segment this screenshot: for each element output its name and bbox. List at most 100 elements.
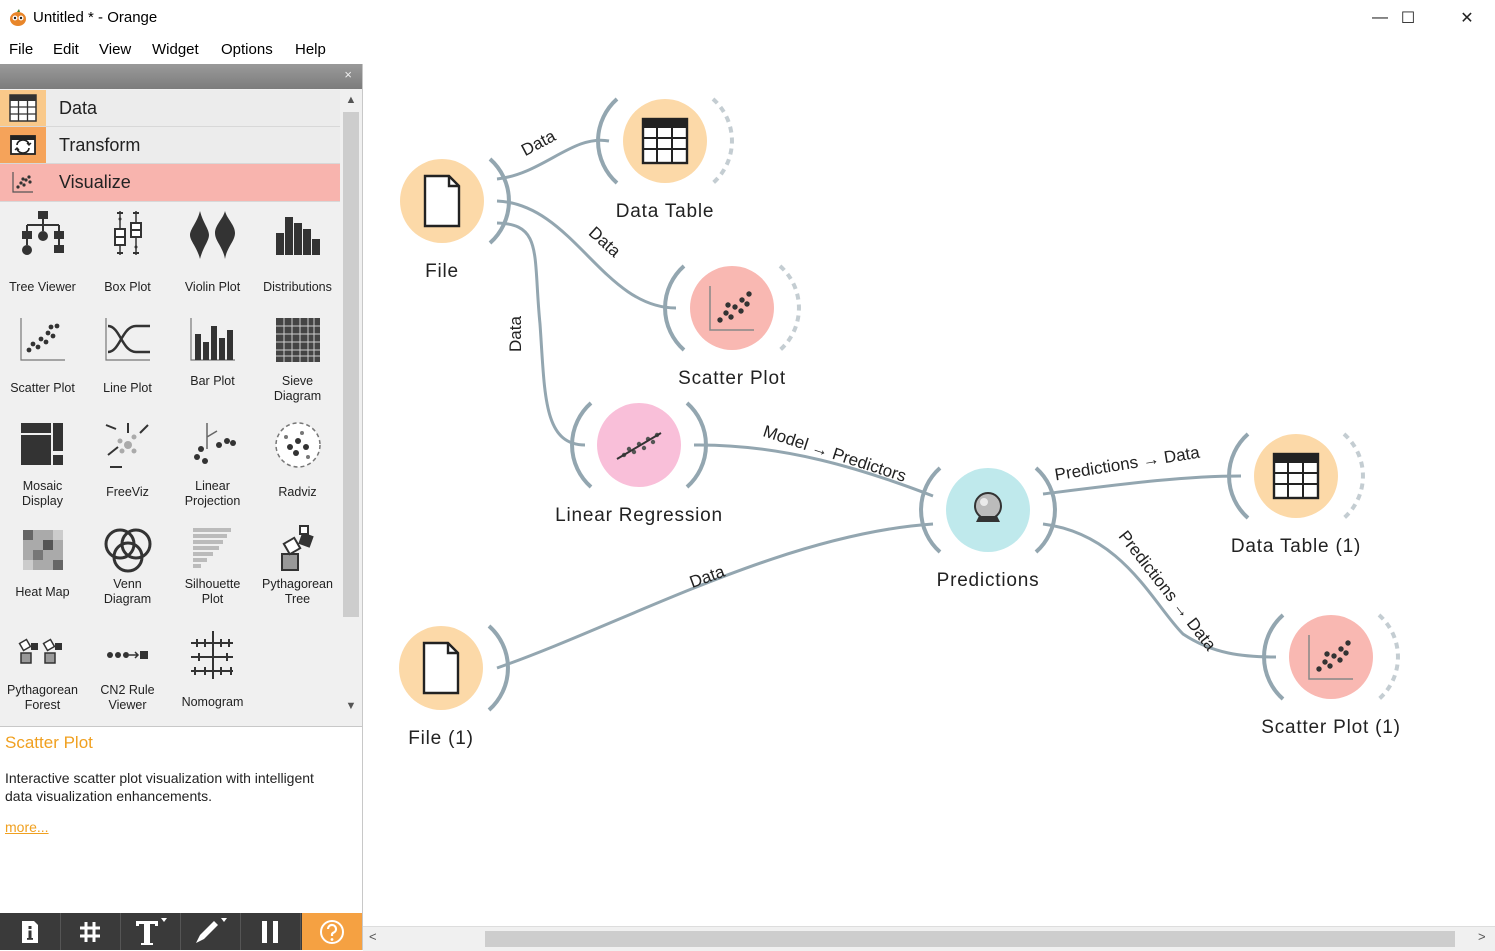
scroll-down-icon[interactable]: ▼ xyxy=(345,700,357,712)
widget-pythagorean-tree[interactable]: Pythagorean Tree xyxy=(255,520,340,625)
widget-pythagorean-forest[interactable]: Pythagorean Forest xyxy=(0,625,85,717)
tree-viewer-icon xyxy=(22,211,64,255)
link-predictions-scatter1[interactable] xyxy=(1042,522,1277,659)
input-anchor[interactable] xyxy=(1227,432,1250,520)
minimize-button[interactable]: — xyxy=(1357,0,1403,36)
widget-silhouette-plot[interactable]: Silhouette Plot xyxy=(170,520,255,625)
menu-options[interactable]: Options xyxy=(221,41,273,58)
widget-freeviz[interactable]: FreeViz xyxy=(85,415,170,520)
pythagorean-tree-icon xyxy=(281,525,314,571)
widget-box-plot[interactable]: Box Plot xyxy=(85,205,170,310)
orange-logo-icon xyxy=(10,9,26,26)
category-label: Data xyxy=(59,98,98,118)
input-anchor[interactable] xyxy=(596,97,619,185)
widget-distributions[interactable]: Distributions xyxy=(255,205,340,310)
node-file1[interactable] xyxy=(399,624,510,712)
menu-help[interactable]: Help xyxy=(295,41,326,58)
cn2-rule-viewer-icon xyxy=(107,651,148,659)
input-anchor[interactable] xyxy=(919,466,942,554)
widget-nomogram[interactable]: Nomogram xyxy=(170,625,255,717)
node-linreg[interactable] xyxy=(570,401,708,489)
arrow-annotation-button[interactable] xyxy=(180,913,241,950)
scrollbar-thumb[interactable] xyxy=(343,112,359,617)
grid-button[interactable] xyxy=(60,913,121,950)
link-file-scatter[interactable] xyxy=(496,199,677,310)
widget-cn2-rule-viewer[interactable]: CN2 Rule Viewer xyxy=(85,625,170,717)
widget-radviz[interactable]: Radviz xyxy=(255,415,340,520)
description-text: Interactive scatter plot visualization w… xyxy=(5,770,314,804)
link-linreg-predictions[interactable] xyxy=(693,443,934,498)
pythagorean-forest-icon xyxy=(18,638,62,664)
widget-sieve-diagram[interactable]: Sieve Diagram xyxy=(255,310,340,415)
description-more-link[interactable]: more... xyxy=(5,819,49,835)
scatter-icon xyxy=(0,164,46,200)
widget-venn-diagram[interactable]: Venn Diagram xyxy=(85,520,170,625)
scatter-plot-icon xyxy=(1308,635,1353,680)
link-file1-predictions[interactable] xyxy=(496,522,934,670)
output-anchor[interactable] xyxy=(488,157,511,245)
widget-violin-plot[interactable]: Violin Plot xyxy=(170,205,255,310)
file-icon xyxy=(422,641,460,695)
input-anchor[interactable] xyxy=(570,401,593,489)
dock-close-button[interactable]: × xyxy=(344,67,352,82)
info-button[interactable] xyxy=(0,913,61,950)
pause-button[interactable] xyxy=(240,913,301,950)
input-anchor[interactable] xyxy=(1262,613,1285,701)
category-data[interactable]: Data xyxy=(0,90,340,127)
maximize-button[interactable]: ☐ xyxy=(1385,0,1431,36)
category-visualize[interactable]: Visualize xyxy=(0,164,340,202)
node-scatter[interactable] xyxy=(663,264,801,352)
node-scatter1[interactable] xyxy=(1262,613,1400,701)
output-anchor[interactable] xyxy=(685,401,708,489)
widget-label: Box Plot xyxy=(104,280,151,294)
help-button[interactable] xyxy=(302,913,362,950)
scroll-right-icon[interactable]: > xyxy=(1478,929,1486,944)
widget-label: Tree Viewer xyxy=(9,280,76,294)
scroll-left-icon[interactable]: < xyxy=(369,929,377,944)
widget-label: Radviz xyxy=(278,485,317,499)
menu-file[interactable]: File xyxy=(9,41,34,58)
node-label: File (1) xyxy=(408,728,474,749)
node-file[interactable] xyxy=(400,157,511,245)
output-anchor[interactable] xyxy=(1342,432,1365,520)
node-datatable[interactable] xyxy=(596,97,734,185)
widget-scatter-plot[interactable]: Scatter Plot xyxy=(0,310,85,415)
scroll-up-icon[interactable]: ▲ xyxy=(345,94,357,106)
widget-line-plot[interactable]: Line Plot xyxy=(85,310,170,415)
input-anchor[interactable] xyxy=(663,264,686,352)
table-icon xyxy=(641,117,689,165)
widget-label: Scatter Plot xyxy=(10,381,75,395)
link-label: Data xyxy=(585,223,625,262)
widget-label: Distributions xyxy=(263,280,332,294)
widget-heat-map[interactable]: Heat Map xyxy=(0,520,85,625)
widget-mosaic-display[interactable]: Mosaic Display xyxy=(0,415,85,520)
output-anchor[interactable] xyxy=(1034,466,1057,554)
menu-widget[interactable]: Widget xyxy=(152,41,199,58)
output-anchor[interactable] xyxy=(778,264,801,352)
canvas-horizontal-scrollbar[interactable]: < > xyxy=(363,926,1495,951)
bar-plot-icon xyxy=(190,318,235,361)
output-anchor[interactable] xyxy=(711,97,734,185)
link-predictions-datatable1[interactable] xyxy=(1042,474,1242,496)
node-datatable1[interactable] xyxy=(1227,432,1365,520)
output-anchor[interactable] xyxy=(1377,613,1400,701)
node-label: Scatter Plot (1) xyxy=(1261,717,1401,738)
scrollbar-thumb[interactable] xyxy=(485,931,1455,947)
text-annotation-button[interactable] xyxy=(120,913,181,950)
close-button[interactable]: ✕ xyxy=(1444,0,1490,36)
radviz-icon xyxy=(275,422,321,468)
node-label: Predictions xyxy=(937,570,1040,591)
node-predictions[interactable] xyxy=(919,466,1057,554)
link-file-linreg[interactable] xyxy=(496,221,586,447)
category-transform[interactable]: Transform xyxy=(0,127,340,164)
node-label: Data Table xyxy=(616,201,715,222)
output-anchor[interactable] xyxy=(487,624,510,712)
widget-tree-viewer[interactable]: Tree Viewer xyxy=(0,205,85,310)
toolbox-scrollbar[interactable]: ▲ ▼ xyxy=(341,90,361,716)
widget-bar-plot[interactable]: Bar Plot xyxy=(170,310,255,415)
menu-edit[interactable]: Edit xyxy=(53,41,79,58)
widget-linear-projection[interactable]: Linear Projection xyxy=(170,415,255,520)
menu-view[interactable]: View xyxy=(99,41,132,58)
